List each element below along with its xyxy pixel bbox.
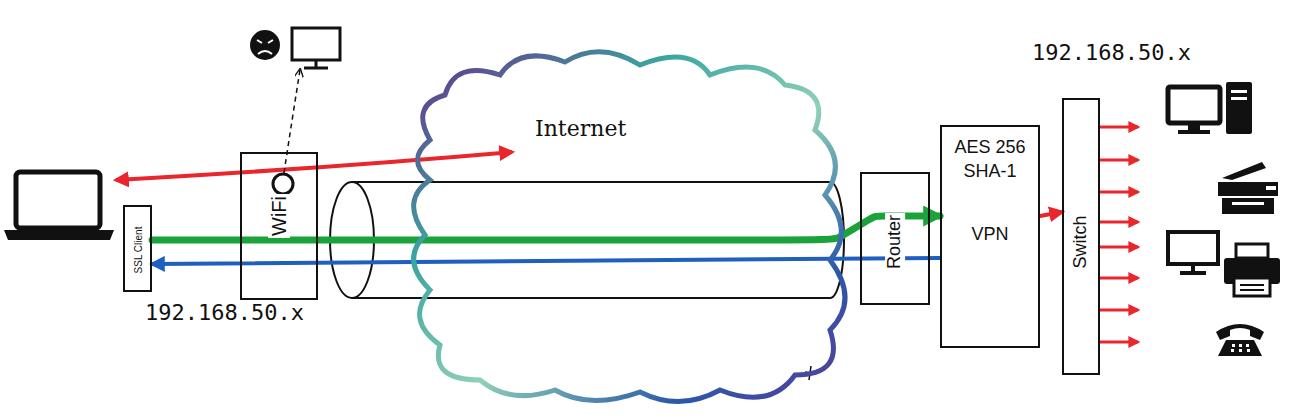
port-arrow	[1100, 191, 1138, 194]
laptop-icon	[16, 172, 100, 228]
telephone-icon	[1216, 324, 1264, 340]
printer-icon	[1240, 284, 1264, 286]
printer-icon	[1236, 244, 1268, 258]
telephone-icon	[1231, 349, 1234, 352]
node-label: AES 256 SHA-1	[950, 135, 1030, 184]
printer-icon	[1234, 278, 1270, 296]
copier-icon	[1222, 162, 1266, 180]
port-arrow	[1100, 159, 1138, 162]
wifi-tap-circle	[273, 174, 293, 194]
telephone-icon	[1231, 344, 1250, 352]
desktop-computer-icon	[1231, 97, 1247, 100]
laptop-icon	[4, 172, 114, 240]
copier-icon	[1266, 186, 1276, 190]
telephone-icon	[1216, 324, 1264, 356]
vertical-label: Switch	[1071, 213, 1091, 270]
network-flow-arrow	[1040, 212, 1062, 216]
ip-subnet-label: 192.168.50.x	[1032, 40, 1191, 65]
wifi-access-point: WiFi	[240, 152, 318, 300]
port-arrow	[1100, 126, 1138, 129]
laptop-icon	[4, 230, 114, 240]
switch-box: Switch	[1062, 98, 1100, 375]
telephone-icon	[1246, 344, 1249, 347]
vertical-label: Router	[885, 213, 905, 271]
attacker-face	[257, 40, 273, 43]
internet-cloud: Internet	[395, 40, 860, 412]
telephone-icon	[1239, 349, 1242, 352]
attacker-monitor	[292, 28, 340, 68]
attacker-face	[258, 51, 272, 54]
cloud-outline	[395, 40, 860, 412]
cloud-outline	[414, 52, 845, 402]
vpn-gateway-box: AES 256 SHA-1VPN	[940, 125, 1040, 348]
copier-icon	[1218, 182, 1278, 196]
telephone-icon	[1239, 344, 1242, 347]
desktop-computer-icon	[1168, 82, 1252, 134]
desktop-computer-icon	[1231, 90, 1247, 93]
port-arrow	[1100, 277, 1138, 280]
port-arrow	[1100, 246, 1138, 249]
telephone-icon	[1247, 349, 1250, 352]
printer-icon	[1224, 244, 1280, 296]
port-arrow	[1100, 309, 1138, 312]
copier-icon	[1222, 198, 1274, 214]
monitor-icon	[1168, 232, 1218, 264]
vertical-label: WiFi	[268, 194, 290, 238]
desktop-computer-icon	[1226, 82, 1252, 134]
copier-icon	[1218, 162, 1278, 214]
ip-subnet-label: 192.168.50.x	[145, 300, 304, 325]
router-box: Router	[860, 172, 930, 305]
attacker-monitor	[304, 60, 328, 68]
desktop-computer-icon	[1188, 123, 1200, 130]
monitor-icon	[1180, 264, 1206, 273]
ssl-client-box: SSL Client	[123, 205, 152, 292]
desktop-computer-icon	[1178, 130, 1210, 134]
attacker-face	[250, 30, 280, 60]
node-label: Internet	[535, 116, 626, 141]
port-arrow	[1100, 341, 1138, 344]
eavesdrop-arrow	[284, 70, 300, 173]
attacker-face	[250, 30, 280, 60]
attacker-monitor	[292, 28, 340, 60]
network-flow-arrow	[152, 258, 940, 264]
desktop-computer-icon	[1168, 87, 1220, 123]
printer-icon	[1240, 289, 1264, 291]
telephone-icon	[1232, 344, 1235, 347]
copier-icon	[1232, 202, 1264, 205]
node-label: VPN	[950, 222, 1030, 246]
telephone-icon	[1218, 340, 1262, 356]
vertical-label: SSL Client	[132, 225, 143, 276]
internet-traffic-line	[116, 152, 512, 180]
monitor-icon	[1168, 232, 1218, 273]
switch-port-arrows	[1100, 127, 1138, 342]
port-arrow	[1100, 221, 1138, 224]
